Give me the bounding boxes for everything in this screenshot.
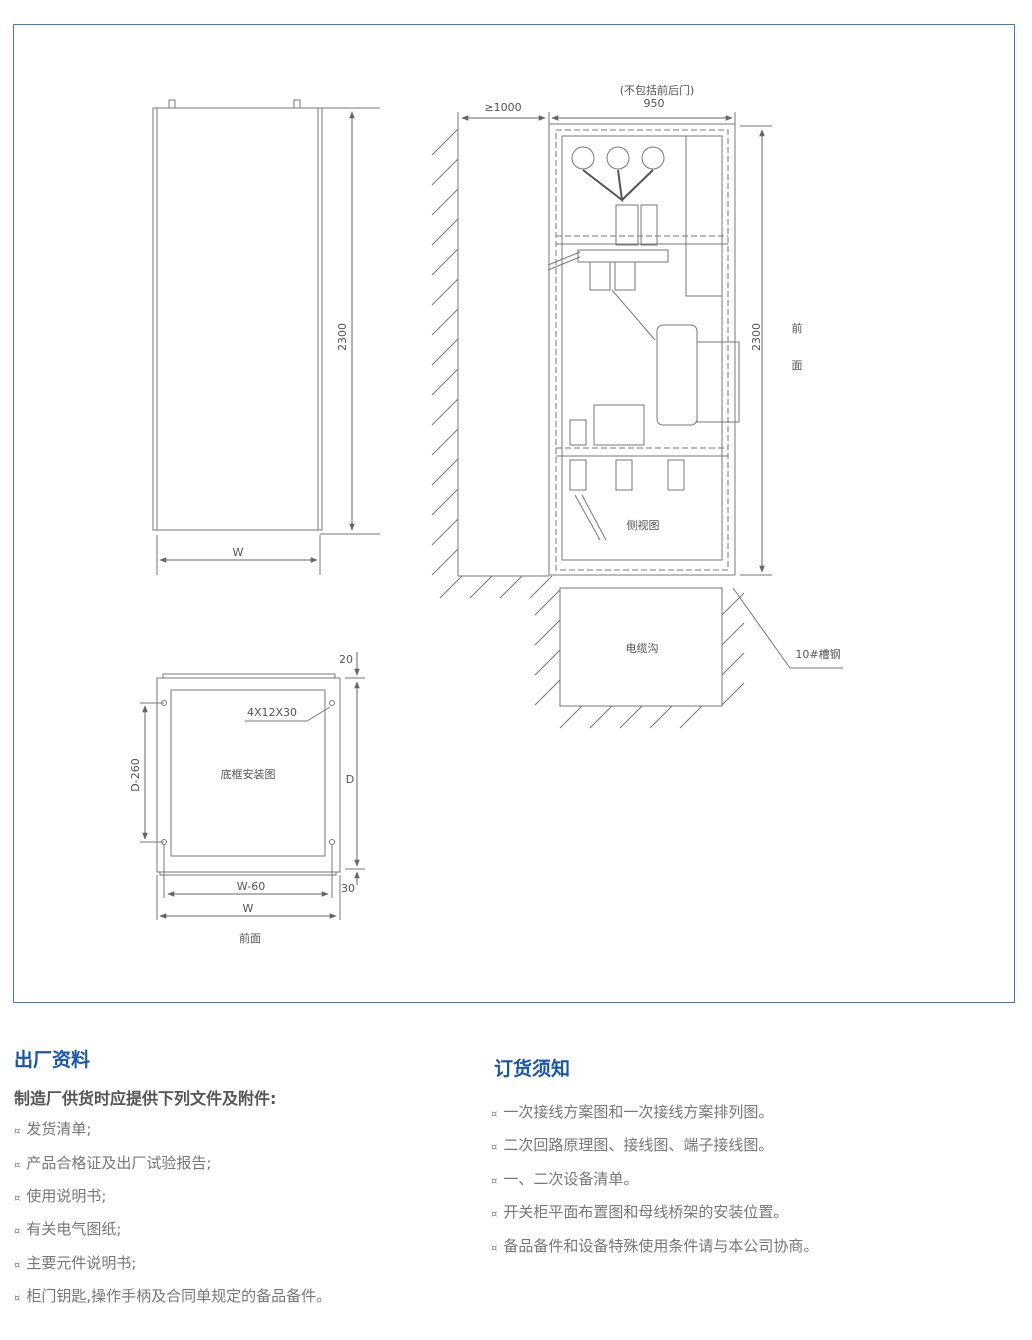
hole-spec: 4X12X30 xyxy=(247,706,297,719)
list-item: ¤使用说明书; xyxy=(14,1187,107,1205)
factory-docs-subtitle: 制造厂供货时应提供下列文件及附件: xyxy=(14,1089,277,1108)
clearance-label: ≥1000 xyxy=(484,101,521,114)
front-label-2: 面 xyxy=(792,359,803,372)
side-view-label: 侧视图 xyxy=(627,518,660,532)
list-item: ¤有关电气图纸; xyxy=(14,1220,122,1238)
base-frame-plan xyxy=(140,652,365,920)
plan-width: W xyxy=(243,902,254,915)
side-height-label: 2300 xyxy=(750,323,763,351)
cabinet-drawing: 2300 W (不包括前后门) 950 ≥1000 2300 前 面 侧视图 电… xyxy=(129,83,843,945)
list-item: ¤备品备件和设备特殊使用条件请与本公司协商。 xyxy=(491,1237,819,1255)
list-item: ¤一次接线方案图和一次接线方案排列图。 xyxy=(491,1103,774,1121)
side-view xyxy=(431,112,843,729)
front-height-label: 2300 xyxy=(336,323,349,351)
plan-depth: D xyxy=(346,773,354,786)
plan-title: 底框安装图 xyxy=(221,767,276,781)
front-label-1: 前 xyxy=(792,321,803,335)
plan-bottom-offset: 30 xyxy=(341,882,355,895)
list-item: ¤二次回路原理图、接线图、端子接线图。 xyxy=(491,1136,774,1154)
side-note: (不包括前后门) xyxy=(620,83,695,97)
list-item: ¤柜门钥匙,操作手柄及合同单规定的备品备件。 xyxy=(14,1287,332,1305)
cable-trench-label: 电缆沟 xyxy=(626,642,659,655)
list-item: ¤发货清单; xyxy=(14,1120,92,1138)
front-width-label: W xyxy=(233,546,244,559)
list-item: ¤一、二次设备清单。 xyxy=(491,1170,639,1188)
plan-front-label: 前面 xyxy=(239,931,261,945)
drawing-frame xyxy=(13,24,1015,1003)
plan-width-inner: W-60 xyxy=(237,880,265,893)
front-view xyxy=(152,99,380,575)
side-depth-label: 950 xyxy=(644,97,665,110)
list-item: ¤主要元件说明书; xyxy=(14,1254,137,1272)
list-item: ¤产品合格证及出厂试验报告; xyxy=(14,1154,212,1172)
list-item: ¤开关柜平面布置图和母线桥架的安装位置。 xyxy=(491,1203,789,1221)
plan-depth-inner: D-260 xyxy=(129,758,142,791)
factory-docs-title: 出厂资料 xyxy=(14,1049,91,1071)
plan-top-offset: 20 xyxy=(339,653,353,666)
channel-steel-label: 10#槽钢 xyxy=(795,648,840,661)
ordering-title: 订货须知 xyxy=(494,1058,571,1080)
